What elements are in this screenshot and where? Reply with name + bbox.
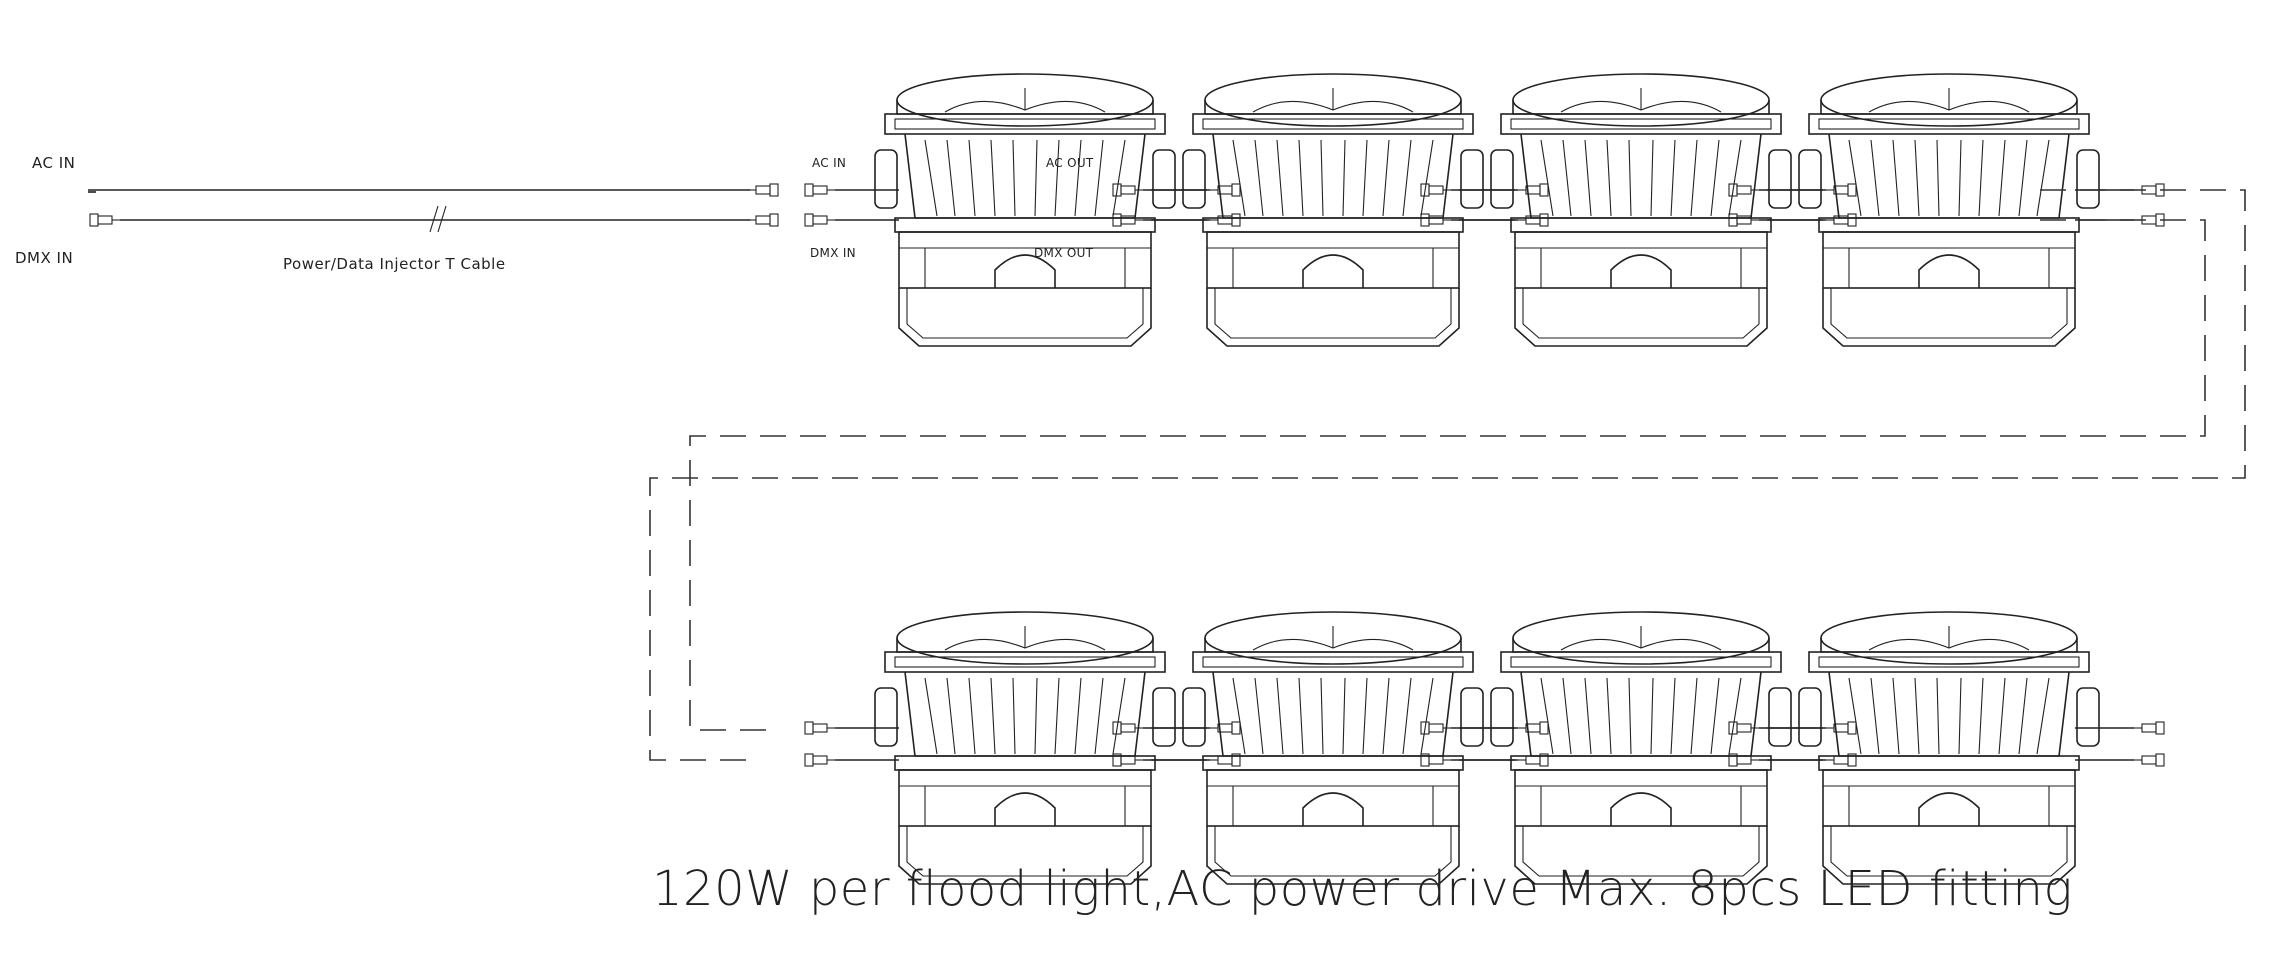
injector-cable-label: Power/Data Injector T Cable <box>283 255 506 273</box>
ac-in-label: AC IN <box>32 154 75 172</box>
ac-out-connector <box>2133 721 2165 735</box>
fixture-row-2 <box>804 611 2165 885</box>
dmx-out-connector <box>2133 753 2165 767</box>
dmx-in-connector <box>804 753 836 767</box>
ac-in-connector <box>804 721 836 735</box>
dmx-in-label: DMX IN <box>15 249 73 267</box>
ac-out-connector <box>1209 183 1241 197</box>
flood-light-fixture <box>1420 611 1857 885</box>
caption: 120W per flood light,AC power drive Max.… <box>652 861 2073 917</box>
flood-light-fixture <box>1112 611 1549 885</box>
ac-out-connector <box>1517 183 1549 197</box>
flood-light-fixture <box>1112 73 1549 347</box>
fixture-dmx-in-label: DMX IN <box>810 246 856 260</box>
ac-out-connector <box>1825 183 1857 197</box>
dmx-in-connector <box>1420 213 1452 227</box>
flood-light-fixture <box>804 73 1241 347</box>
dmx-out-connector <box>1517 213 1549 227</box>
flood-light-fixture <box>1420 73 1857 347</box>
fixture-ac-out-label: AC OUT <box>1046 156 1094 170</box>
flood-light-fixture <box>1728 73 2165 347</box>
flood-light-fixture <box>804 611 1241 885</box>
dmx-in-connector <box>1112 213 1144 227</box>
continuation-cable-dmx <box>689 219 2206 731</box>
fixture-dmx-out-label: DMX OUT <box>1034 246 1094 260</box>
continuation-cable-ac <box>649 189 2246 761</box>
dmx-in-connector <box>804 213 836 227</box>
dmx-out-connector <box>1825 213 1857 227</box>
fixture-row-1 <box>804 73 2165 347</box>
dmx-out-connector <box>1209 213 1241 227</box>
dmx-in-connector <box>1728 213 1760 227</box>
ac-out-connector <box>1209 721 1241 735</box>
injector-cable <box>88 183 779 233</box>
ac-out-connector <box>1825 721 1857 735</box>
ac-out-connector <box>1517 721 1549 735</box>
fixture-ac-in-label: AC IN <box>812 156 846 170</box>
flood-light-fixture <box>1728 611 2165 885</box>
ac-in-connector <box>804 183 836 197</box>
